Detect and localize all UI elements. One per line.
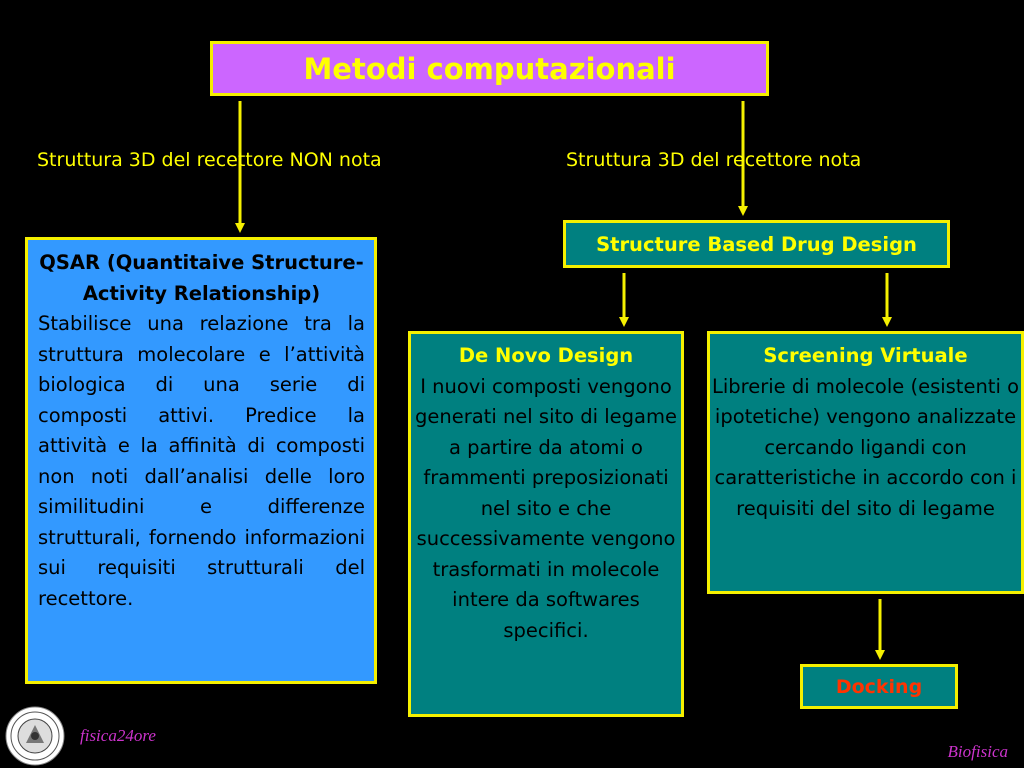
docking-box: Docking (800, 664, 958, 709)
branch-label-known-structure: Struttura 3D del recettore nota (566, 149, 862, 171)
de-novo-description: I nuovi composti vengono generati nel si… (414, 374, 677, 642)
footer-course: Biofisica (947, 742, 1008, 761)
screening-heading: Screening Virtuale (763, 344, 968, 367)
sbdd-box: Structure Based Drug Design (563, 220, 950, 268)
de-novo-box: De Novo Design I nuovi composti vengono … (408, 331, 684, 717)
docking-label: Docking (835, 675, 923, 698)
qsar-box: QSAR (Quantitaive Structure-Activity Rel… (25, 237, 377, 684)
screening-box: Screening Virtuale Librerie di molecole … (707, 331, 1024, 594)
de-novo-heading: De Novo Design (458, 344, 634, 367)
university-seal-icon (5, 706, 65, 766)
branch-label-unknown-structure: Struttura 3D del recettore NON nota (37, 149, 382, 171)
footer-brand: fisica24ore (80, 726, 156, 745)
title-box: Metodi computazionali (210, 41, 769, 96)
sbdd-label: Structure Based Drug Design (596, 232, 917, 256)
qsar-heading: QSAR (Quantitaive Structure-Activity Rel… (39, 251, 364, 305)
qsar-description: Stabilisce una relazione tra la struttur… (38, 312, 365, 610)
diagram-title: Metodi computazionali (303, 51, 676, 86)
screening-description: Librerie di molecole (esistenti o ipotet… (711, 374, 1019, 520)
